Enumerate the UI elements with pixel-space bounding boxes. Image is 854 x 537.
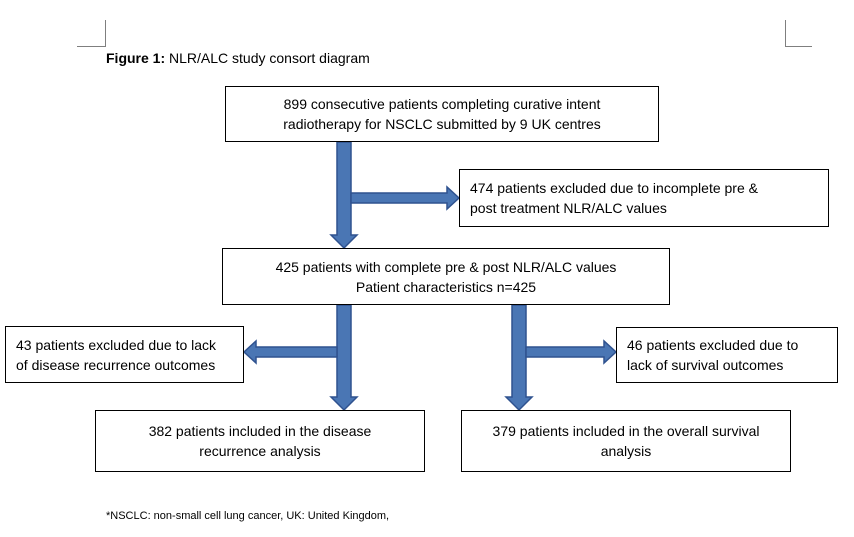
box-line: 899 consecutive patients completing cura… xyxy=(283,96,601,112)
box-line: analysis xyxy=(600,443,652,459)
box-line: 425 patients with complete pre & post NL… xyxy=(275,258,617,275)
footnote: *NSCLC: non-small cell lung cancer, UK: … xyxy=(106,510,390,522)
box-line: post treatment NLR/ALC values xyxy=(470,200,667,216)
box-line: 46 patients excluded due to xyxy=(627,337,799,353)
arrow-complete-to-recurrence-analysis xyxy=(329,304,359,412)
box-line: 43 patients excluded due to lack xyxy=(16,336,217,353)
box-exclusion-survival-outcomes: 46 patients excluded due to lack of surv… xyxy=(616,327,838,383)
box-complete-values: 425 patients with complete pre & post NL… xyxy=(222,248,670,305)
box-line: radiotherapy for NSCLC submitted by 9 UK… xyxy=(283,116,601,132)
arrow-to-exclusion-survival xyxy=(525,339,618,365)
box-line: Patient characteristics n=425 xyxy=(355,278,537,295)
box-line: 474 patients excluded due to incomplete … xyxy=(470,180,758,196)
box-line: lack of survival outcomes xyxy=(627,357,784,373)
arrow-to-exclusion-recurrence xyxy=(242,339,338,365)
arrow-to-exclusion-incomplete xyxy=(350,185,461,211)
box-exclusion-incomplete-values: 474 patients excluded due to incomplete … xyxy=(459,169,829,227)
crop-mark-left xyxy=(77,20,106,47)
box-recurrence-analysis: 382 patients included in the disease rec… xyxy=(95,410,425,472)
box-line: 382 patients included in the disease xyxy=(148,423,372,439)
crop-mark-right xyxy=(785,20,812,47)
box-line: 379 patients included in the overall sur… xyxy=(492,423,760,439)
box-exclusion-recurrence-outcomes: 43 patients excluded due to lack of dise… xyxy=(5,326,244,383)
box-line: of disease recurrence outcomes xyxy=(16,356,216,373)
figure-caption-label: Figure 1: xyxy=(106,50,166,66)
box-line: recurrence analysis xyxy=(199,443,321,459)
figure-caption-text: NLR/ALC study consort diagram xyxy=(165,50,370,66)
box-consecutive-patients: 899 consecutive patients completing cura… xyxy=(225,86,659,142)
arrow-start-to-complete xyxy=(329,141,359,250)
arrow-complete-to-survival-analysis xyxy=(504,304,534,412)
box-survival-analysis: 379 patients included in the overall sur… xyxy=(461,410,791,472)
figure-caption: Figure 1: NLR/ALC study consort diagram xyxy=(106,50,370,66)
